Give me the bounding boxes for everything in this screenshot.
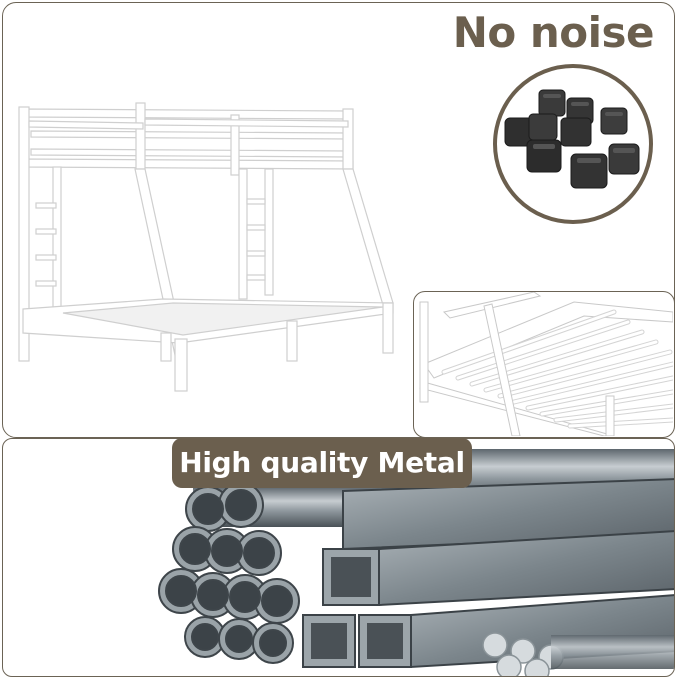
leg-caps-image (493, 64, 653, 224)
high-quality-metal-banner: High quality Metal (172, 438, 472, 488)
no-noise-heading: No noise (452, 8, 655, 57)
metal-tubes-image (158, 449, 674, 676)
bunk-bed-image (18, 102, 394, 392)
slat-detail-image (413, 291, 675, 438)
